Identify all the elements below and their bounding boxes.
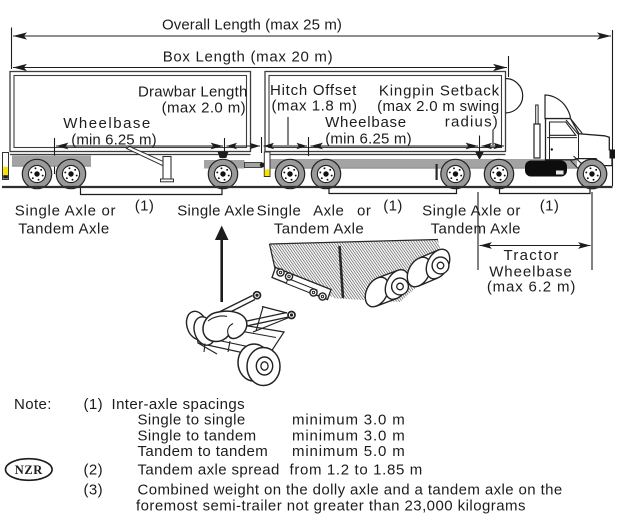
svg-text:Single Axle or: Single Axle or — [422, 203, 521, 220]
svg-text:Combined weight on the dolly a: Combined weight on the dolly axle and a … — [138, 482, 563, 499]
svg-text:Single Axle or: Single Axle or — [257, 203, 372, 220]
svg-text:Box Length (max 20 m): Box Length (max 20 m) — [163, 49, 334, 66]
svg-text:Inter-axle spacings: Inter-axle spacings — [112, 396, 246, 413]
svg-text:Tandem axle spread: Tandem axle spread — [138, 462, 280, 479]
svg-text:Tandem Axle: Tandem Axle — [18, 221, 109, 238]
svg-text:(1): (1) — [135, 198, 155, 215]
svg-text:minimum 5.0 m: minimum 5.0 m — [292, 443, 406, 460]
svg-text:Drawbar Length: Drawbar Length — [138, 84, 248, 101]
svg-text:(min 6.25 m): (min 6.25 m) — [71, 131, 156, 148]
svg-text:foremost semi-trailer not grea: foremost semi-trailer not greater than 2… — [136, 498, 526, 515]
svg-text:(1): (1) — [383, 198, 403, 215]
svg-text:minimum 3.0 m: minimum 3.0 m — [292, 411, 406, 428]
svg-text:(min 6.25 m): (min 6.25 m) — [325, 131, 412, 148]
svg-text:NZR: NZR — [15, 463, 44, 477]
svg-text:Overall Length (max 25 m): Overall Length (max 25 m) — [162, 17, 342, 34]
svg-text:(max 2.0 m swing: (max 2.0 m swing — [377, 98, 499, 115]
svg-text:Single Axle or: Single Axle or — [15, 203, 117, 220]
svg-text:Wheelbase: Wheelbase — [63, 115, 152, 132]
svg-text:(1): (1) — [84, 396, 104, 413]
svg-text:Note:: Note: — [14, 396, 52, 413]
svg-text:Tandem Axle: Tandem Axle — [274, 221, 364, 238]
svg-text:Wheelbase: Wheelbase — [489, 263, 573, 280]
svg-text:minimum 3.0 m: minimum 3.0 m — [292, 428, 406, 445]
svg-text:Tandem to tandem: Tandem to tandem — [138, 443, 269, 460]
svg-text:from 1.2 to 1.85 m: from 1.2 to 1.85 m — [290, 462, 423, 479]
svg-text:(max 1.8 m): (max 1.8 m) — [272, 98, 358, 115]
svg-text:Wheelbase: Wheelbase — [325, 114, 407, 131]
svg-text:Single to single: Single to single — [138, 411, 246, 428]
svg-text:Single Axle: Single Axle — [177, 203, 255, 220]
svg-text:Tandem Axle: Tandem Axle — [431, 221, 521, 238]
svg-text:Tractor: Tractor — [503, 247, 559, 264]
svg-text:radius): radius) — [445, 114, 499, 131]
svg-text:Kingpin Setback: Kingpin Setback — [379, 83, 500, 100]
svg-text:Single to tandem: Single to tandem — [138, 428, 257, 445]
svg-text:(3): (3) — [84, 482, 104, 499]
svg-text:(max 6.2 m): (max 6.2 m) — [487, 279, 576, 296]
svg-text:(2): (2) — [84, 462, 104, 479]
svg-text:(max 2.0 m): (max 2.0 m) — [162, 100, 246, 117]
svg-text:(1): (1) — [540, 198, 560, 215]
svg-text:Hitch Offset: Hitch Offset — [270, 82, 357, 99]
